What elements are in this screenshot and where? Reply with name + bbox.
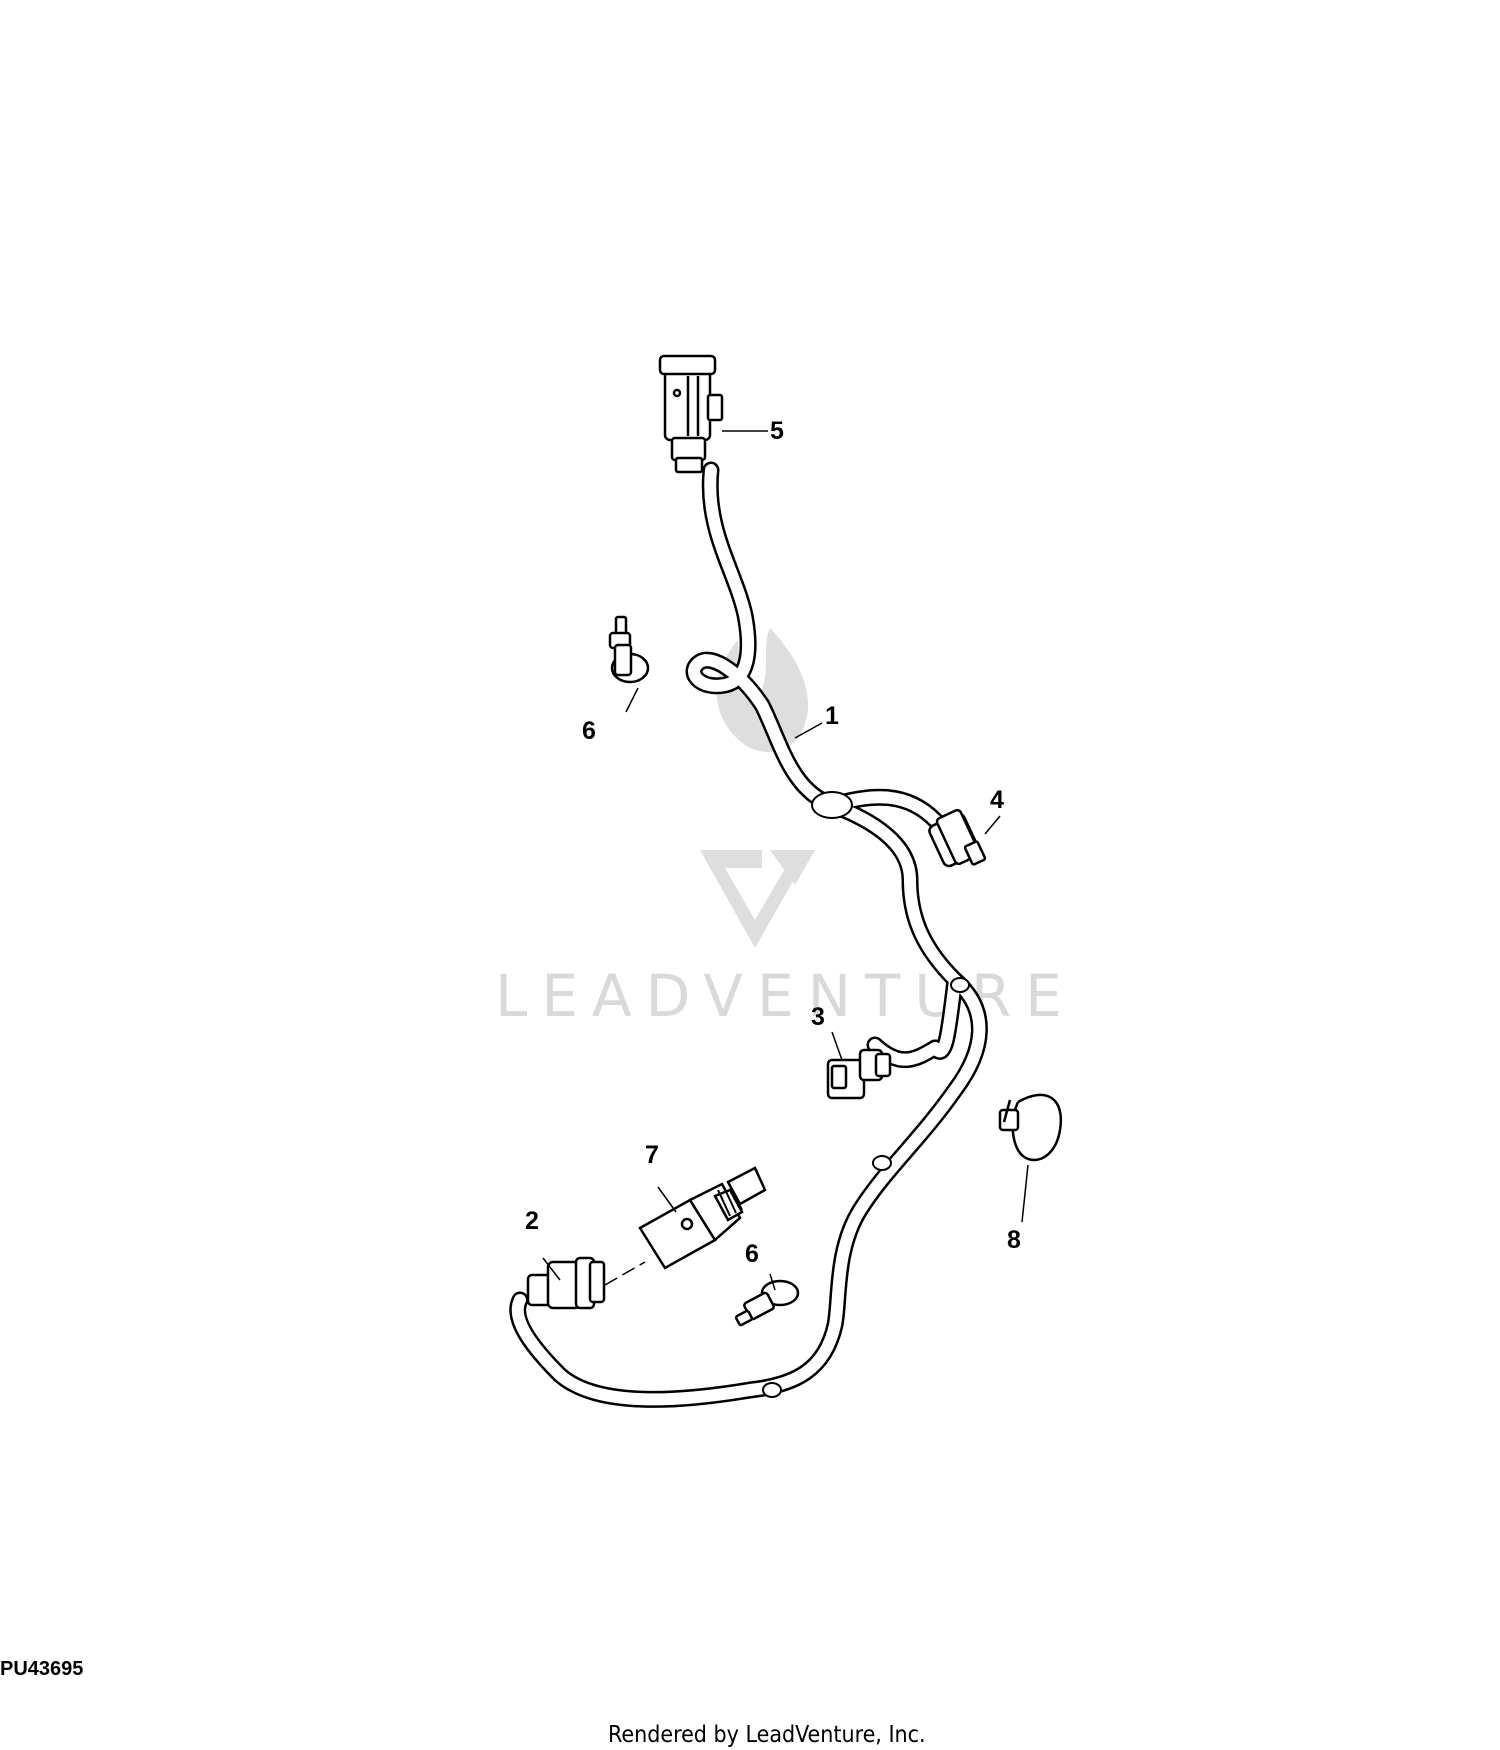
cable-tie [998,1093,1063,1162]
figure-code: PU43695 [0,1658,84,1680]
sensor-connector [526,1256,606,1310]
watermark-text: LEADVENTURE [495,962,1076,1030]
harness-clip-lower [734,1279,800,1327]
callout-3: 3 [811,1003,825,1031]
callout-2: 2 [525,1207,539,1235]
temperature-sensor [638,1166,767,1270]
callouts: 1 2 3 4 5 6 6 7 8 [525,417,1021,1268]
wiring-harness [509,461,988,1408]
assembly-guide-line [604,1261,646,1286]
main-connector [658,354,724,474]
callout-5: 5 [770,417,784,445]
callout-6-upper: 6 [582,717,596,745]
callout-6-lower: 6 [745,1240,759,1268]
callout-1: 1 [825,702,839,730]
leader-lines [542,430,1029,1291]
callout-7: 7 [645,1141,659,1169]
render-credit: Rendered by LeadVenture, Inc. [608,1722,926,1748]
small-connector [826,1048,892,1100]
callout-4: 4 [990,786,1004,814]
callout-8: 8 [1007,1226,1021,1254]
side-connector [928,808,987,868]
harness-clip-upper [608,615,650,684]
